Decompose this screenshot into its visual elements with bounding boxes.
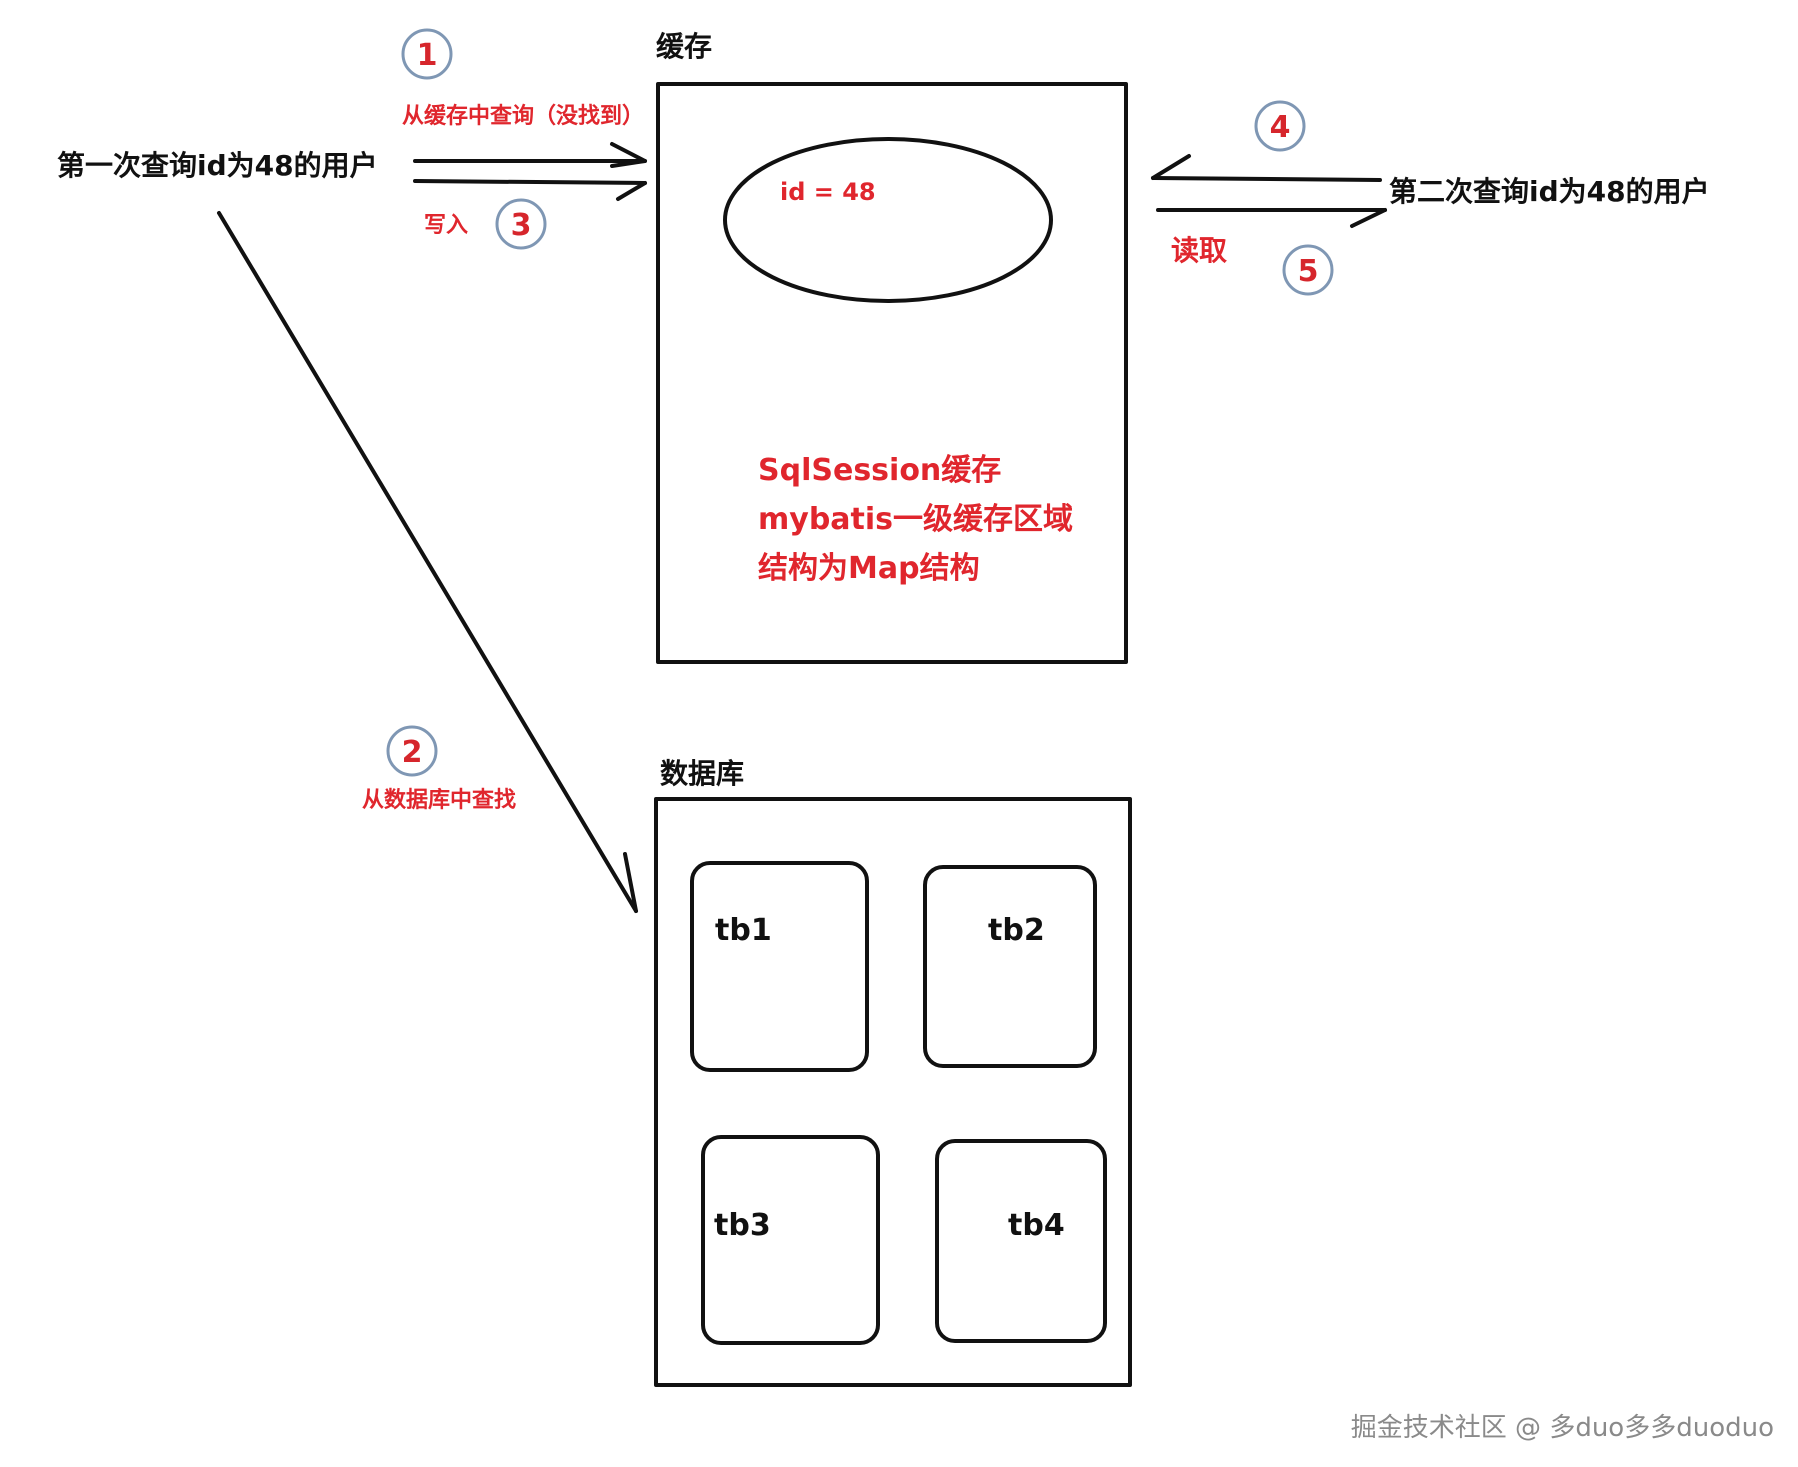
step-badge-4: 4 (1254, 100, 1306, 152)
step-number-4: 4 (1270, 110, 1291, 145)
cache-desc-line-1: SqlSession缓存 (758, 453, 1001, 488)
table-label-tb3: tb3 (714, 1208, 771, 1243)
cache-box (656, 82, 1128, 664)
step-number-3: 3 (511, 208, 532, 243)
arrow-step5-read-cache (1156, 208, 1387, 228)
table-box-tb2 (923, 865, 1097, 1068)
arrow-step1-query-cache (413, 142, 647, 168)
second-query-label: 第二次查询id为48的用户 (1389, 175, 1710, 208)
first-query-label: 第一次查询id为48的用户 (57, 149, 378, 182)
step-badge-2: 2 (386, 725, 438, 777)
cache-entry-ellipse (723, 137, 1053, 303)
step-number-1: 1 (417, 38, 438, 73)
step-number-2: 2 (402, 735, 423, 770)
arrow-step3-write-cache (413, 179, 647, 201)
step5-text: 读取 (1171, 234, 1227, 267)
cache-title: 缓存 (656, 30, 712, 63)
cache-desc-line-2: mybatis一级缓存区域 (758, 502, 1073, 537)
step2-text: 从数据库中查找 (362, 787, 516, 813)
table-box-tb3 (701, 1135, 880, 1345)
table-box-tb1 (690, 861, 869, 1072)
cache-entry-text: id = 48 (780, 178, 876, 206)
step-badge-1: 1 (401, 28, 453, 80)
step-badge-5: 5 (1282, 244, 1334, 296)
table-box-tb4 (935, 1139, 1107, 1343)
watermark: 掘金技术社区 @ 多duo多多duoduo (1351, 1413, 1774, 1443)
step1-text: 从缓存中查询（没找到） (402, 103, 644, 129)
arrow-step4-second-query-cache (1151, 154, 1382, 182)
table-label-tb2: tb2 (988, 913, 1045, 948)
db-box (654, 797, 1132, 1387)
table-label-tb1: tb1 (715, 913, 772, 948)
table-label-tb4: tb4 (1008, 1208, 1065, 1243)
step3-text: 写入 (424, 213, 468, 238)
cache-desc-line-3: 结构为Map结构 (758, 551, 980, 586)
arrow-step2-query-database (217, 211, 638, 913)
db-title: 数据库 (660, 757, 744, 790)
step-badge-3: 3 (495, 198, 547, 250)
step-number-5: 5 (1298, 254, 1319, 289)
